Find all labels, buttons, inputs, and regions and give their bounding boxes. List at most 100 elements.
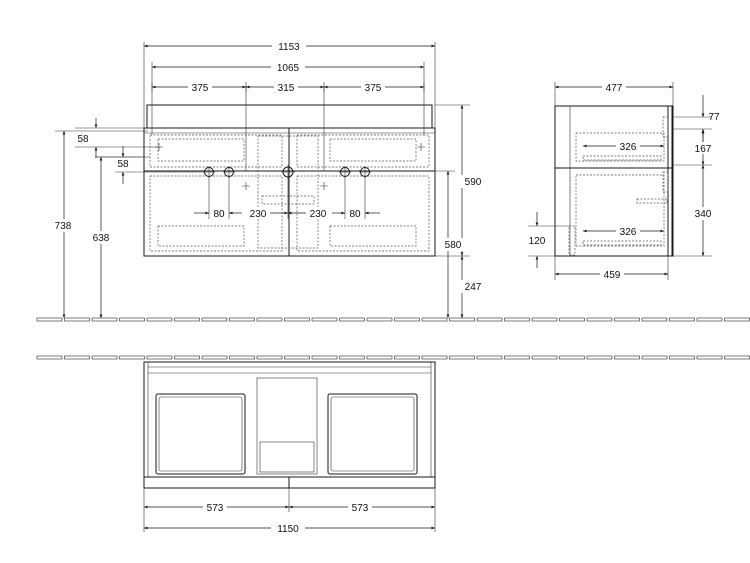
dim-inner-width: 1065 — [277, 63, 300, 74]
floor-line-upper — [36, 317, 750, 322]
dim-rail-167: 167 — [695, 144, 712, 155]
floor-segment — [586, 355, 613, 360]
plan-left-drawer — [155, 393, 246, 475]
plan-view — [143, 361, 436, 489]
plan-left-drawer-inner — [158, 396, 243, 472]
floor-segment — [614, 317, 640, 322]
dim-top-offset: 58 — [77, 134, 89, 145]
dim-hole-offset: 58 — [117, 159, 129, 170]
floor-segment — [339, 317, 365, 322]
floor-segment — [531, 355, 558, 360]
dim-height-738: 738 — [55, 221, 72, 232]
floor-segment — [64, 355, 90, 360]
floor-segment — [174, 317, 200, 322]
floor-segment — [559, 355, 585, 360]
floor-segment — [229, 355, 255, 360]
side-body-outline — [554, 105, 673, 257]
dim-seg-right: 375 — [365, 83, 382, 94]
side-lower-drawer — [575, 174, 665, 247]
dim-hole-230-left: 230 — [250, 209, 267, 220]
upper-right-tray — [329, 138, 417, 162]
plan-right-drawer-inner — [330, 396, 415, 472]
floor-segment — [119, 355, 145, 360]
floor-segment — [586, 317, 613, 322]
floor-segment — [504, 355, 530, 360]
dim-depth-bottom: 459 — [604, 270, 621, 281]
floor-segment — [284, 317, 310, 322]
floor-segment — [449, 355, 475, 360]
plan-dimensions — [143, 488, 436, 534]
floor-segment — [531, 317, 558, 322]
floor-segment — [201, 317, 228, 322]
floor-segment — [311, 317, 338, 322]
dim-base-120: 120 — [529, 236, 546, 247]
floor-segment — [339, 355, 365, 360]
floor-segment — [174, 355, 200, 360]
floor-segment — [91, 317, 118, 322]
dim-height-590: 590 — [465, 177, 482, 188]
dim-hole-230-right: 230 — [310, 209, 327, 220]
crosshair-marks — [155, 143, 425, 190]
floor-segment — [421, 317, 448, 322]
front-dimension-labels: 1153 1065 375 315 375 58 58 738 638 590 … — [55, 42, 482, 293]
plan-right-drawer — [327, 393, 418, 475]
upper-left-tray — [157, 138, 245, 162]
connection-holes — [203, 165, 371, 179]
dim-hole-80-left: 80 — [213, 209, 225, 220]
lower-left-tray — [157, 225, 245, 247]
floor-segment — [366, 317, 393, 322]
floor-segment — [284, 355, 310, 360]
front-dimensions — [52, 40, 485, 318]
side-mid-bracket — [662, 171, 669, 193]
floor-segment — [119, 317, 145, 322]
floor-segment — [559, 317, 585, 322]
floor-segment — [641, 317, 668, 322]
floor-segment — [256, 355, 283, 360]
floor-segment — [696, 355, 723, 360]
side-dimension-labels: 477 326 326 459 77 167 340 120 — [529, 83, 720, 281]
floor-segment — [229, 317, 255, 322]
dim-depth-top: 477 — [606, 83, 623, 94]
floor-segment — [669, 317, 695, 322]
side-top-bracket — [662, 116, 669, 138]
floor-segment — [64, 317, 90, 322]
floor-segment — [366, 355, 393, 360]
dim-floor-gap: 247 — [465, 282, 482, 293]
dim-top-gap: 77 — [708, 112, 720, 123]
upper-left-drawer — [149, 134, 283, 168]
floor-line-lower — [36, 355, 750, 360]
plan-center-cutout — [256, 377, 318, 475]
floor-segment — [201, 355, 228, 360]
floor-segment — [476, 355, 503, 360]
side-mid-shelf — [636, 198, 668, 204]
center-siphon-cutout — [257, 135, 319, 249]
dim-height-638: 638 — [93, 233, 110, 244]
plan-body-outline — [143, 361, 436, 478]
dim-height-580: 580 — [445, 240, 462, 251]
floor-segment — [256, 317, 283, 322]
floor-segment — [724, 355, 750, 360]
floor-segment — [641, 355, 668, 360]
dim-hole-80-right: 80 — [349, 209, 361, 220]
side-upper-rail — [582, 155, 662, 161]
dim-seg-left: 375 — [192, 83, 209, 94]
floor-segment — [394, 355, 420, 360]
floor-segment — [36, 355, 63, 360]
plan-center-shelf — [259, 441, 315, 473]
floor-segment — [394, 317, 420, 322]
floor-segment — [421, 355, 448, 360]
floor-segment — [311, 355, 338, 360]
floor-segment — [614, 355, 640, 360]
dim-drawer-depth-upper: 326 — [620, 142, 637, 153]
dim-rail-340: 340 — [695, 209, 712, 220]
plan-dimension-labels: 573 573 1150 — [207, 503, 369, 535]
side-upper-drawer — [575, 132, 665, 162]
upper-right-drawer — [296, 134, 430, 168]
side-lower-rail — [582, 240, 662, 246]
side-view — [554, 105, 674, 257]
floor-segment — [504, 317, 530, 322]
floor-segment — [476, 317, 503, 322]
front-view — [143, 86, 436, 257]
dim-overall-width: 1153 — [278, 42, 300, 53]
